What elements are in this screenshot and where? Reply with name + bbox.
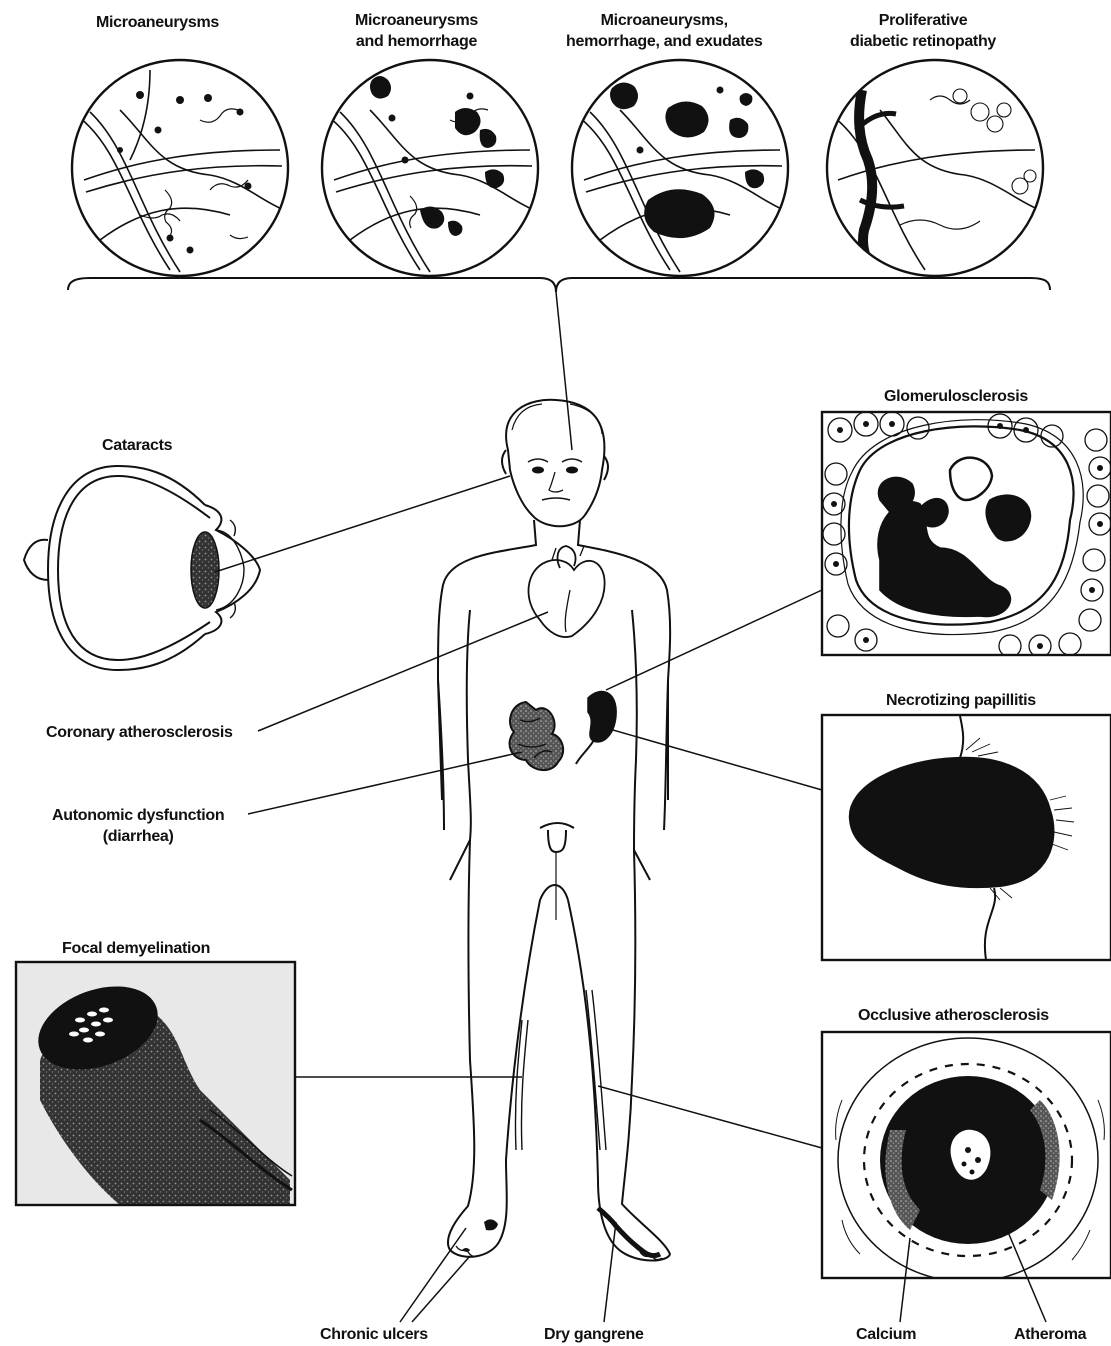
human-figure (438, 400, 670, 1261)
toe-ulcer-mark (462, 1248, 470, 1252)
foot-ulcer-mark (484, 1219, 498, 1230)
label-dry-gangrene: Dry gangrene (544, 1324, 644, 1345)
retinopathy-brace (68, 278, 1050, 292)
retina-stage-4-figure (835, 89, 1040, 270)
label-autonomic-dysfunction: Autonomic dysfunction (diarrhea) (52, 805, 224, 847)
necrotizing-papillitis-figure (850, 716, 1074, 960)
label-microaneurysms-hemorrhage-exudates: Microaneurysms, hemorrhage, and exudates (566, 10, 762, 52)
label-coronary-atherosclerosis: Coronary atherosclerosis (46, 722, 233, 743)
label-calcium: Calcium (856, 1324, 916, 1345)
retina-stage-3-figure (580, 82, 784, 272)
label-microaneurysms: Microaneurysms (96, 12, 219, 33)
label-glomerulosclerosis: Glomerulosclerosis (884, 386, 1028, 407)
cataract-eye-figure (24, 466, 260, 670)
occlusive-atherosclerosis-figure (836, 1038, 1105, 1282)
retinopathy-leader-line (556, 292, 572, 450)
kidney-illustration (576, 692, 616, 764)
retina-stage-2-figure (330, 76, 534, 272)
label-atheroma: Atheroma (1014, 1324, 1086, 1345)
focal-demyelination-figure (16, 962, 295, 1205)
label-chronic-ulcers: Chronic ulcers (320, 1324, 428, 1345)
label-focal-demyelination: Focal demyelination (62, 938, 210, 959)
cataract-lens (191, 532, 219, 608)
heart-illustration (529, 546, 605, 637)
label-microaneurysms-hemorrhage: Microaneurysms and hemorrhage (355, 10, 478, 52)
label-necrotizing-papillitis: Necrotizing papillitis (886, 690, 1036, 711)
retina-stage-1-figure (80, 70, 284, 272)
label-occlusive-atherosclerosis: Occlusive atherosclerosis (858, 1005, 1049, 1026)
intestine-illustration (510, 702, 564, 770)
label-cataracts: Cataracts (102, 435, 172, 456)
label-proliferative-retinopathy: Proliferative diabetic retinopathy (850, 10, 996, 52)
glomerulosclerosis-figure (823, 412, 1111, 657)
